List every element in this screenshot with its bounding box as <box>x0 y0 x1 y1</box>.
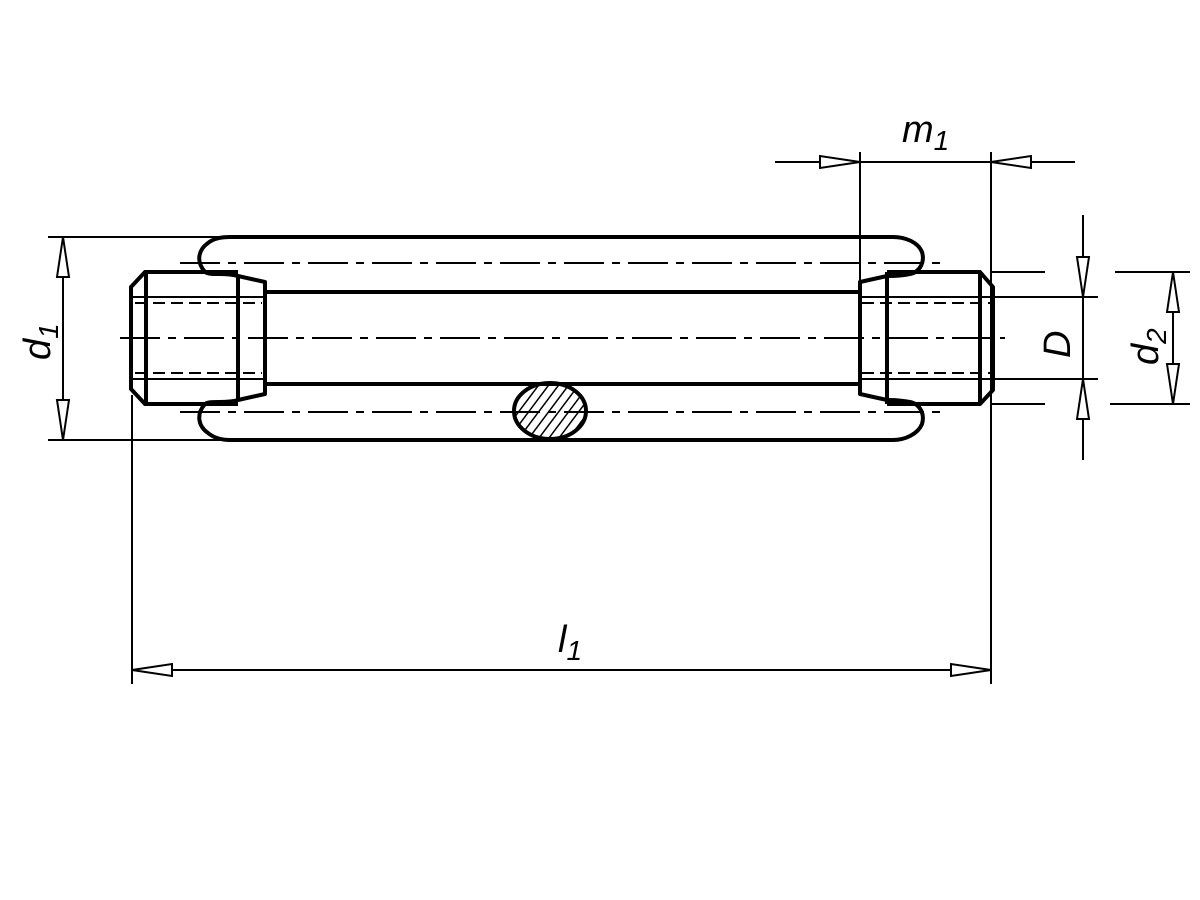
arrow-icon <box>1075 378 1091 420</box>
arrow-icon <box>1165 363 1181 405</box>
label-d1: d1 <box>17 323 64 360</box>
arrow-icon <box>950 662 992 678</box>
dimension-D: D <box>1037 215 1091 460</box>
arrow-icon <box>55 399 71 441</box>
right-threaded-end <box>858 270 995 406</box>
dimension-m1: m1 <box>775 109 1075 170</box>
dimension-d2: d2 <box>1125 271 1181 405</box>
arrow-icon <box>131 662 173 678</box>
arrow-icon <box>990 154 1032 170</box>
center-lines <box>120 262 1005 413</box>
dimension-l1: l1 <box>131 619 992 678</box>
extension-lines <box>48 152 1190 684</box>
dimension-d1: d1 <box>17 236 71 441</box>
left-threaded-end <box>129 270 267 406</box>
label-l1: l1 <box>558 619 582 666</box>
label-D: D <box>1037 331 1079 358</box>
arrow-icon <box>55 236 71 278</box>
label-d2: d2 <box>1125 328 1172 365</box>
arrow-icon <box>1165 271 1181 313</box>
arrow-icon <box>1075 256 1091 298</box>
arrow-icon <box>819 154 861 170</box>
label-m1: m1 <box>902 109 949 156</box>
